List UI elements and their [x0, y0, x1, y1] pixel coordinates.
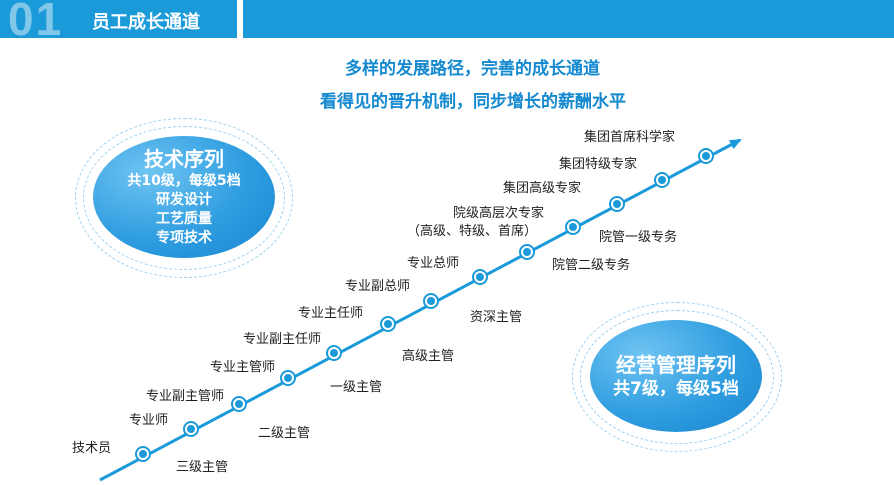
header-bar — [0, 0, 894, 38]
mgmt-sequence-badge: 经营管理序列 共7级，每级5档 — [572, 302, 782, 452]
mgmt-level-label: 三级主管 — [176, 460, 229, 475]
tech-track-specialty: 专项技术 — [156, 230, 212, 246]
section-number: 01 — [8, 0, 64, 45]
section-title: 员工成长通道 — [92, 12, 200, 33]
mgmt-level-label: 资深主管 — [470, 310, 523, 325]
tech-sequence-core: 技术序列 共10级，每级5档 研发设计 工艺质量 专项技术 — [93, 136, 275, 258]
level-node-dot — [139, 450, 147, 458]
tech-track-design: 研发设计 — [156, 192, 212, 208]
growth-arrow — [99, 138, 742, 482]
level-node-dot — [476, 273, 484, 281]
tech-level-label-note: （高级、特级、首席） — [407, 224, 538, 239]
mgmt-level-label: 二级主管 — [258, 426, 311, 441]
mgmt-inner-ring — [580, 310, 774, 444]
subtitle-development-paths: 多样的发展路径，完善的成长通道 — [345, 59, 600, 79]
mgmt-level-label: 院管一级专务 — [599, 230, 678, 245]
mgmt-sequence-title: 经营管理序列 — [616, 353, 736, 377]
level-node-dot — [702, 152, 710, 160]
tech-sequence-badge: 技术序列 共10级，每级5档 研发设计 工艺质量 专项技术 — [75, 118, 293, 278]
level-node-dot — [613, 200, 621, 208]
level-node-dot — [235, 400, 243, 408]
level-node-dot — [569, 223, 577, 231]
tech-level-label: 专业总师 — [407, 256, 460, 271]
level-node-dot — [384, 320, 392, 328]
tech-level-label: 专业副主管师 — [146, 389, 225, 404]
tech-level-label: 集团首席科学家 — [584, 130, 676, 145]
mgmt-level-label: 院管二级专务 — [552, 258, 631, 273]
mgmt-level-label: 一级主管 — [330, 380, 383, 395]
level-node-dot — [427, 297, 435, 305]
header-divider — [237, 0, 243, 38]
tech-level-label: 专业副总师 — [345, 279, 411, 294]
tech-level-label: 专业副主任师 — [243, 332, 322, 347]
tech-outer-ring — [75, 118, 293, 278]
tech-level-label: 专业主管师 — [210, 360, 276, 375]
subtitle-promotion-mechanism: 看得见的晋升机制，同步增长的薪酬水平 — [320, 92, 626, 112]
tech-level-label: 专业主任师 — [298, 306, 364, 321]
mgmt-sequence-core: 经营管理序列 共7级，每级5档 — [590, 320, 762, 432]
tech-sequence-levels: 共10级，每级5档 — [127, 173, 241, 189]
level-nodes — [135, 148, 714, 462]
tech-level-label: 集团特级专家 — [559, 157, 638, 172]
mgmt-level-label: 高级主管 — [402, 349, 455, 364]
tech-level-label: 专业师 — [129, 413, 169, 428]
level-node-dot — [330, 349, 338, 357]
level-node-dot — [658, 176, 666, 184]
tech-track-quality: 工艺质量 — [156, 211, 212, 227]
mgmt-sequence-levels: 共7级，每级5档 — [613, 379, 739, 399]
tech-level-label: 院级高层次专家 — [453, 206, 545, 221]
tech-level-label: 技术员 — [72, 441, 112, 456]
level-node-dot — [523, 248, 531, 256]
level-node-dot — [187, 425, 195, 433]
level-node-dot — [284, 374, 292, 382]
tech-level-label: 集团高级专家 — [503, 181, 582, 196]
mgmt-outer-ring — [572, 302, 782, 452]
tech-inner-ring — [83, 126, 285, 270]
tech-sequence-title: 技术序列 — [144, 147, 224, 171]
